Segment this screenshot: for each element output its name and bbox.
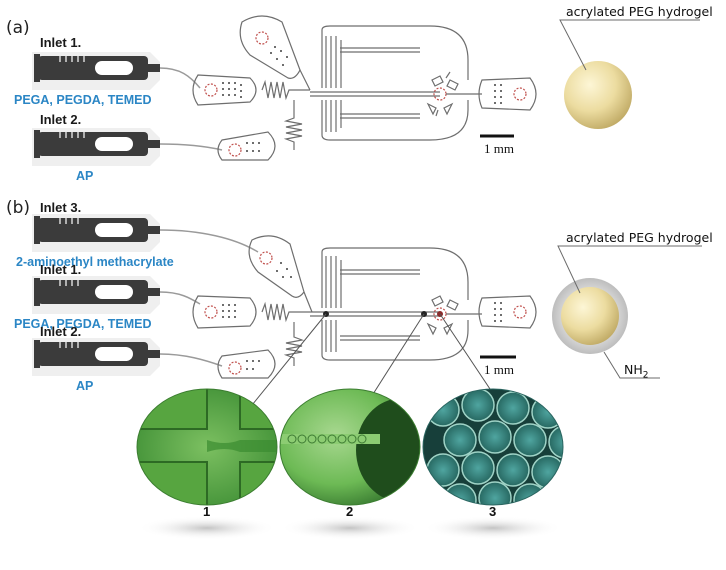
tubing: [159, 353, 223, 367]
microfluidic-chip: [192, 235, 537, 379]
inlet1b-reagents: PEGA, PEGDA, TEMED: [14, 317, 152, 331]
panel-b: [32, 214, 702, 540]
syringe-icon: [32, 338, 160, 376]
leader-line: [603, 351, 660, 379]
micrograph-3: [423, 389, 563, 505]
inlet2b-reagents: AP: [76, 379, 94, 393]
tubing: [159, 143, 223, 151]
scale-bar-label: 1 mm: [484, 362, 514, 377]
syringe-icon: [32, 214, 160, 252]
inlet2-reagents: AP: [76, 169, 94, 183]
microfluidic-chip: [192, 15, 537, 161]
pointer-line-2: [367, 313, 425, 403]
pointer-line-3: [439, 313, 493, 393]
inlet3-reagents: 2-aminoethyl methacrylate: [16, 255, 174, 269]
panel-a-label: (a): [6, 18, 30, 38]
micrograph-2-number: 2: [346, 504, 354, 519]
micrograph-2: [280, 389, 420, 505]
micrograph-1: [137, 389, 277, 505]
tubing: [159, 291, 201, 305]
panel-b-label: (b): [6, 198, 31, 218]
amine-label: NH2: [624, 362, 649, 381]
syringe-icon: [32, 52, 160, 90]
particle-label: acrylated PEG hydrogel: [566, 230, 713, 245]
leader-line: [557, 245, 702, 294]
inlet1-title: Inlet 1.: [40, 35, 82, 50]
inlet1b-title: Inlet 1.: [40, 262, 82, 277]
inlet3-title: Inlet 3.: [40, 200, 82, 215]
tubing: [159, 67, 201, 89]
panel-a: [32, 15, 700, 166]
particle-label: acrylated PEG hydrogel: [566, 4, 713, 19]
pointer-line-1: [247, 313, 327, 411]
hydrogel-particle: [561, 287, 619, 345]
scale-bar-label: 1 mm: [484, 141, 514, 156]
syringe-icon: [32, 128, 160, 166]
micrograph-3-number: 3: [489, 504, 497, 519]
inlet1-reagents: PEGA, PEGDA, TEMED: [14, 93, 152, 107]
inlet2-title: Inlet 2.: [40, 112, 82, 127]
syringe-icon: [32, 276, 160, 314]
inlet2b-title: Inlet 2.: [40, 324, 82, 339]
hydrogel-particle: [564, 61, 632, 129]
leader-line: [559, 19, 700, 71]
tubing: [159, 229, 259, 253]
micrograph-1-number: 1: [203, 504, 211, 519]
